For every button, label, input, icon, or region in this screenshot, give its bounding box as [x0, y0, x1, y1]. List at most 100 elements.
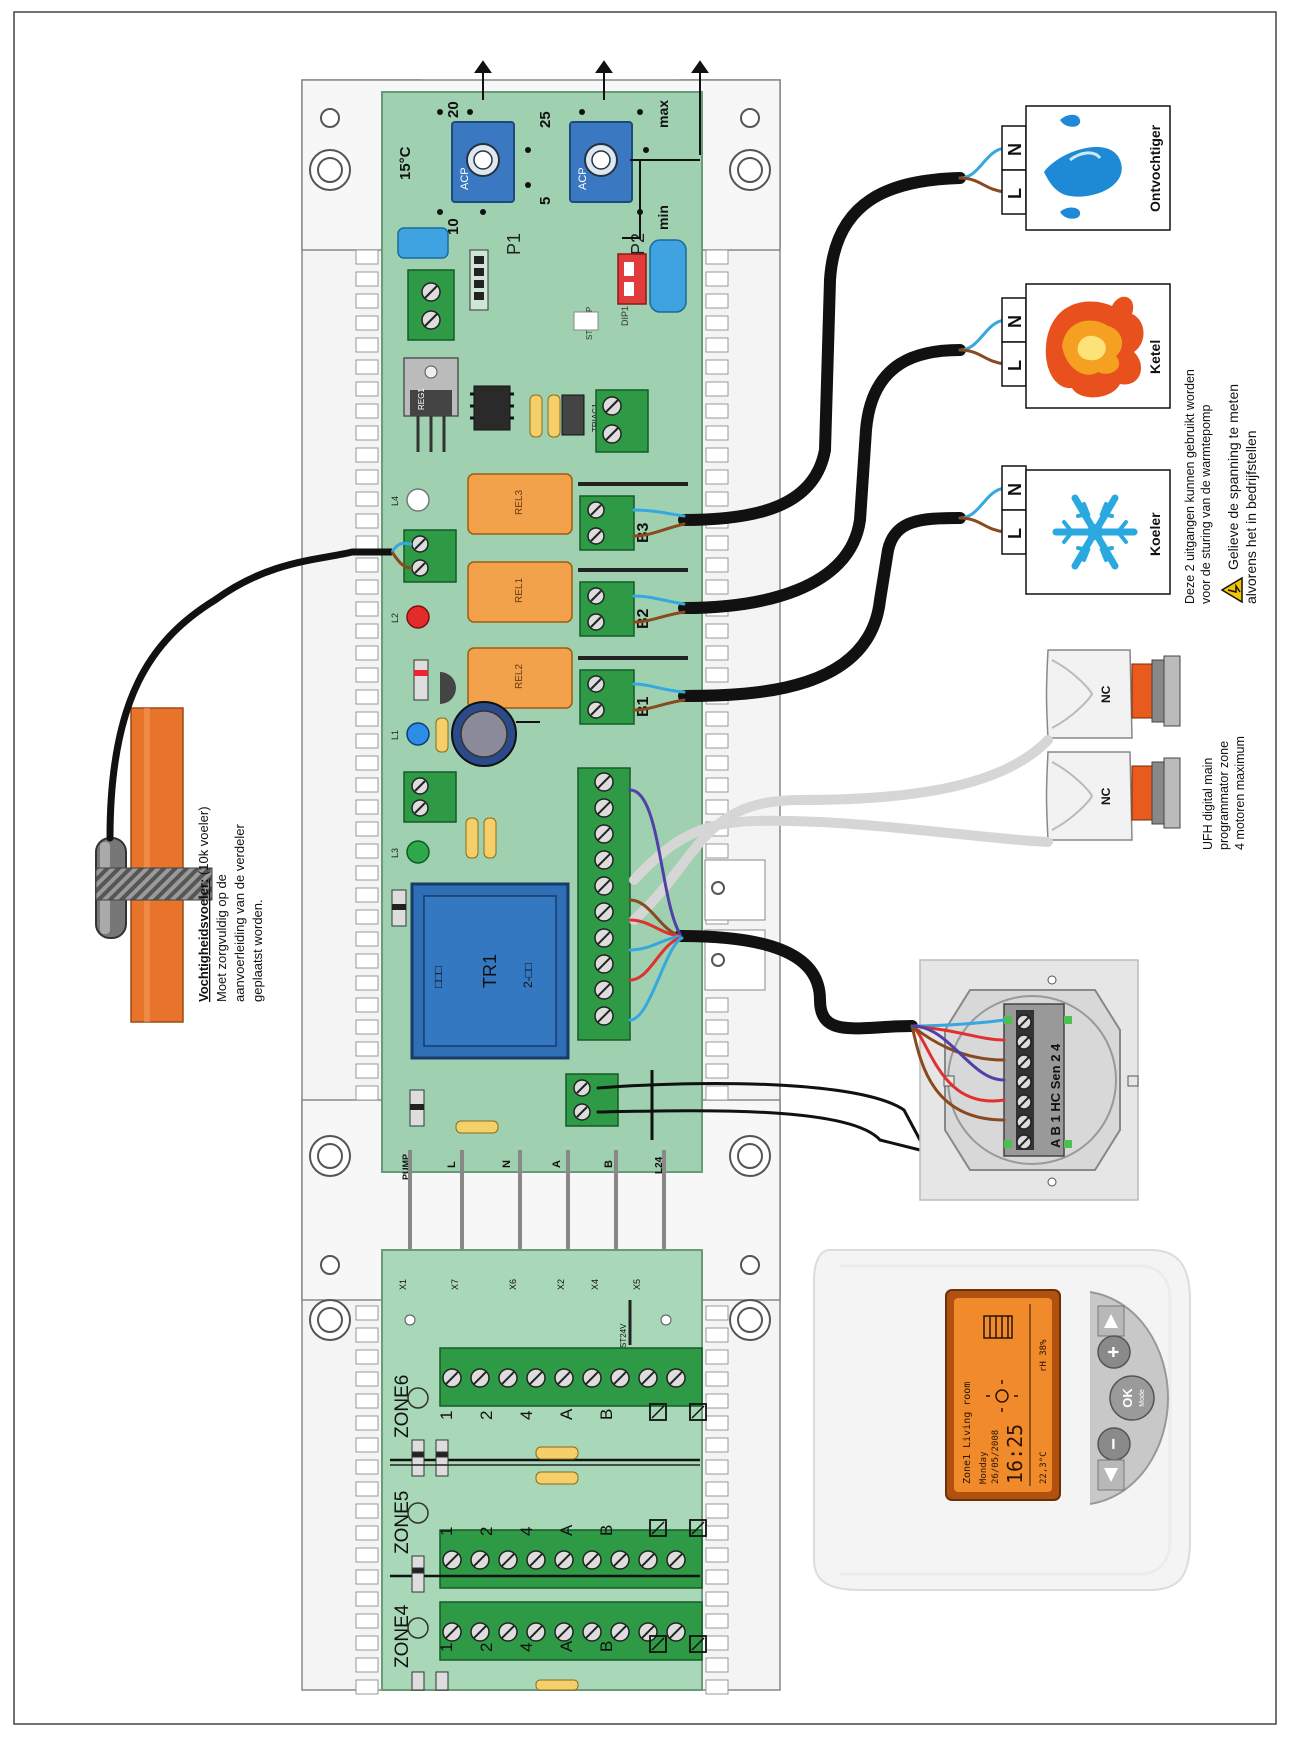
st24v-label: ST24V: [619, 1323, 628, 1348]
zone-terminal-label: 2: [477, 1527, 496, 1536]
outputs-note-line2: voor de sturing van de warmtepomp: [1199, 405, 1213, 604]
zone4-label: ZONE4: [392, 1604, 413, 1668]
terminal-strip-motors: [577, 767, 631, 1041]
dehumidifier-l: L: [1005, 188, 1025, 199]
cooler-n: N: [1005, 483, 1025, 496]
zone-terminal-label: 2: [477, 1643, 496, 1652]
top-arrow-markers: [474, 60, 709, 155]
led-l1-label: L1: [390, 730, 400, 740]
motor-cables: [629, 735, 1053, 925]
dehumidifier-name: Ontvochtiger: [1147, 124, 1163, 212]
dial-p1-mark-4: 10: [445, 218, 462, 235]
screen-line3: 26/05/2008: [991, 1430, 1001, 1484]
potentiometer-p1[interactable]: 15°C 20 25 5 10 ACP P1: [397, 101, 554, 255]
led-l1: [406, 722, 430, 746]
zone-terminal-label: A: [557, 1524, 576, 1536]
output-b2-label: B2: [635, 608, 652, 629]
transistor-t5: [440, 672, 456, 704]
zone-terminal-label: B: [597, 1525, 616, 1536]
board-bottom-label-l24: L24: [654, 1156, 665, 1174]
output-terminal-b2: B2: [579, 581, 652, 637]
terminal-block-bus: [565, 1073, 619, 1127]
cooler-l: L: [1005, 528, 1025, 539]
button-ok[interactable]: [1109, 1375, 1155, 1421]
sensor-cable: [106, 548, 356, 842]
zone-terminal-label: A: [557, 1640, 576, 1652]
output-cables: [632, 146, 1007, 712]
digital-programmer: Zone1 Living room Monday 26/05/2008 16:2…: [813, 1249, 1191, 1591]
programmer-screen: Zone1 Living room Monday 26/05/2008 16:2…: [945, 1289, 1061, 1501]
button-ok-sub: Mode: [1139, 1389, 1146, 1407]
sensor-title-suffix: (10k voeler): [196, 806, 211, 878]
sensor-line3: aanvoerleiding van de verdeler: [232, 824, 247, 1002]
button-plus[interactable]: [1097, 1335, 1131, 1369]
thermostat-wires: [910, 1018, 1006, 1122]
led-l4-label: L4: [390, 496, 400, 506]
sensor-line4: geplaatst worden.: [250, 899, 265, 1002]
snowflake-icon: [1052, 494, 1138, 570]
dial-p1-label: P1: [504, 233, 524, 255]
cooler-name: Koeler: [1147, 512, 1163, 556]
capacitor-c13: [397, 227, 449, 259]
svg-text:Vochtigheidsvoeler: (10k voele: Vochtigheidsvoeler: (10k voeler): [196, 806, 211, 1002]
led-l4: [406, 488, 430, 512]
capacitor-c14: [649, 239, 687, 313]
potentiometer-p2[interactable]: max min ACP P2: [569, 100, 700, 255]
page-frame: [13, 11, 1277, 1725]
zone-terminal-label: 1: [437, 1527, 456, 1536]
warning-line1: Gelieve de spanning te meten: [1225, 384, 1241, 570]
board-bottom-label-pump: PUMP: [401, 1154, 411, 1180]
stpump-jumper: [573, 311, 599, 331]
relay-rel2-label: REL2: [514, 664, 525, 689]
ic-chip: [473, 385, 511, 431]
board-bottom-label-l: L: [446, 1161, 458, 1168]
warning-line2: alvorens het in bedrijfstellen: [1243, 430, 1259, 604]
radiator-icon: [983, 1315, 1013, 1339]
output-terminal-b1: B1: [579, 669, 652, 725]
dehumidifier-n: N: [1005, 143, 1025, 156]
resistor-r38: [483, 817, 497, 859]
transformer-spec: 2-□□: [521, 963, 535, 988]
connector-x2: X2: [556, 1279, 566, 1290]
screen-temp: 22,3°C: [1039, 1451, 1049, 1484]
motors-caption-line1: UFH digital main: [1201, 758, 1215, 850]
sensor-line2: Moet zorgvuldig op de: [214, 874, 229, 1002]
relay-rel3-label: REL3: [514, 490, 525, 515]
connector-x4: X4: [590, 1279, 600, 1290]
thermostat-terminal-labels: A B 1 HC Sen 2 4: [1048, 1043, 1063, 1148]
actuator-motors: NC NC UFH digital main programmator zone…: [1045, 649, 1247, 850]
terminal-block-aux: [403, 771, 457, 823]
diode-d1: [413, 659, 429, 701]
triac: [561, 394, 585, 436]
led-l3: [406, 840, 430, 864]
actuator-motor-1: NC: [1045, 649, 1181, 739]
actuator-motor-1-label: NC: [1099, 685, 1113, 703]
zone-terminal-label: 4: [517, 1527, 536, 1536]
dip-switch[interactable]: DIP1: [617, 253, 647, 326]
output-b1-label: B1: [635, 696, 652, 717]
motors-caption-line2: programmator zone: [1217, 741, 1231, 850]
thermostat-cable: [596, 788, 922, 1152]
zone-terminal-label: B: [597, 1409, 616, 1420]
dial-p2-label: P2: [628, 233, 648, 255]
supply-pipe: [130, 707, 184, 1023]
connector-x6: X6: [508, 1279, 518, 1290]
button-ok-label: OK: [1120, 1388, 1135, 1408]
zone-terminal-label: 4: [517, 1411, 536, 1420]
boiler-name: Ketel: [1147, 340, 1163, 374]
board-bottom-label-b: B: [603, 1160, 615, 1168]
dial-p1-mark-3: 5: [537, 197, 554, 205]
dip-label: DIP1: [620, 306, 630, 326]
zone6-label: ZONE6: [392, 1375, 413, 1438]
output-b3-label: B3: [635, 522, 652, 543]
humidity-sensor: [95, 837, 213, 939]
screen-time: 16:25: [1003, 1424, 1027, 1484]
button-minus-label: −: [1103, 1438, 1125, 1450]
board-bottom-label-n: N: [501, 1160, 513, 1168]
device-boiler: N L Ketel: [1001, 283, 1171, 409]
screen-rh: rH 38%: [1039, 1339, 1049, 1372]
dial-p1-chip: ACP: [459, 167, 471, 190]
warning-icon: [1220, 576, 1243, 604]
